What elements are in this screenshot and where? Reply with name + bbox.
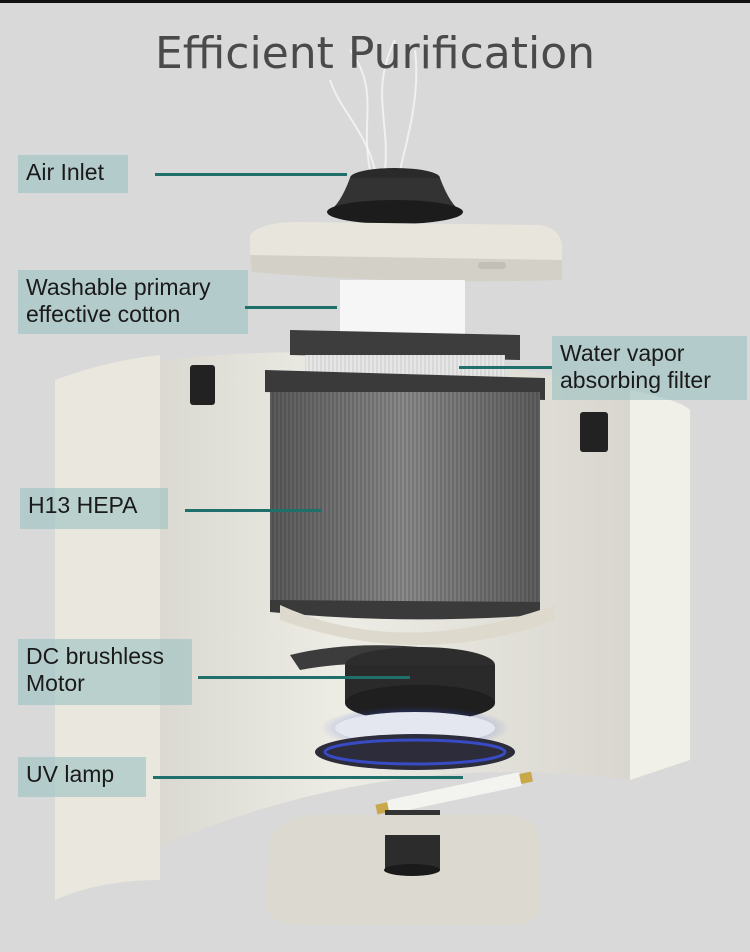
leader-air-inlet xyxy=(155,173,347,176)
label-cotton-line2: effective cotton xyxy=(26,301,181,327)
label-h13-hepa: H13 HEPA xyxy=(20,488,168,529)
label-air-inlet: Air Inlet xyxy=(18,155,128,193)
label-air-inlet-text: Air Inlet xyxy=(26,159,104,185)
leader-water xyxy=(459,366,552,369)
label-water-line1: Water vapor xyxy=(560,340,685,366)
label-dc-motor: DC brushless Motor xyxy=(18,639,192,705)
page-title: Efficient Purification xyxy=(154,28,596,79)
label-hepa-text: H13 HEPA xyxy=(28,492,138,518)
label-water-vapor-filter: Water vapor absorbing filter xyxy=(552,336,747,400)
leader-hepa xyxy=(185,509,322,512)
label-water-line2: absorbing filter xyxy=(560,367,711,393)
leader-cotton xyxy=(245,306,337,309)
label-uv-text: UV lamp xyxy=(26,761,115,787)
airflow-icon xyxy=(329,39,418,171)
label-motor-line1: DC brushless xyxy=(26,643,165,669)
leader-uv xyxy=(153,776,463,779)
label-uv-lamp: UV lamp xyxy=(18,757,146,797)
label-motor-line2: Motor xyxy=(26,670,85,696)
top-border xyxy=(0,0,750,3)
leader-motor xyxy=(198,676,410,679)
label-cotton-line1: Washable primary xyxy=(26,274,211,300)
label-washable-cotton: Washable primary effective cotton xyxy=(18,270,248,334)
